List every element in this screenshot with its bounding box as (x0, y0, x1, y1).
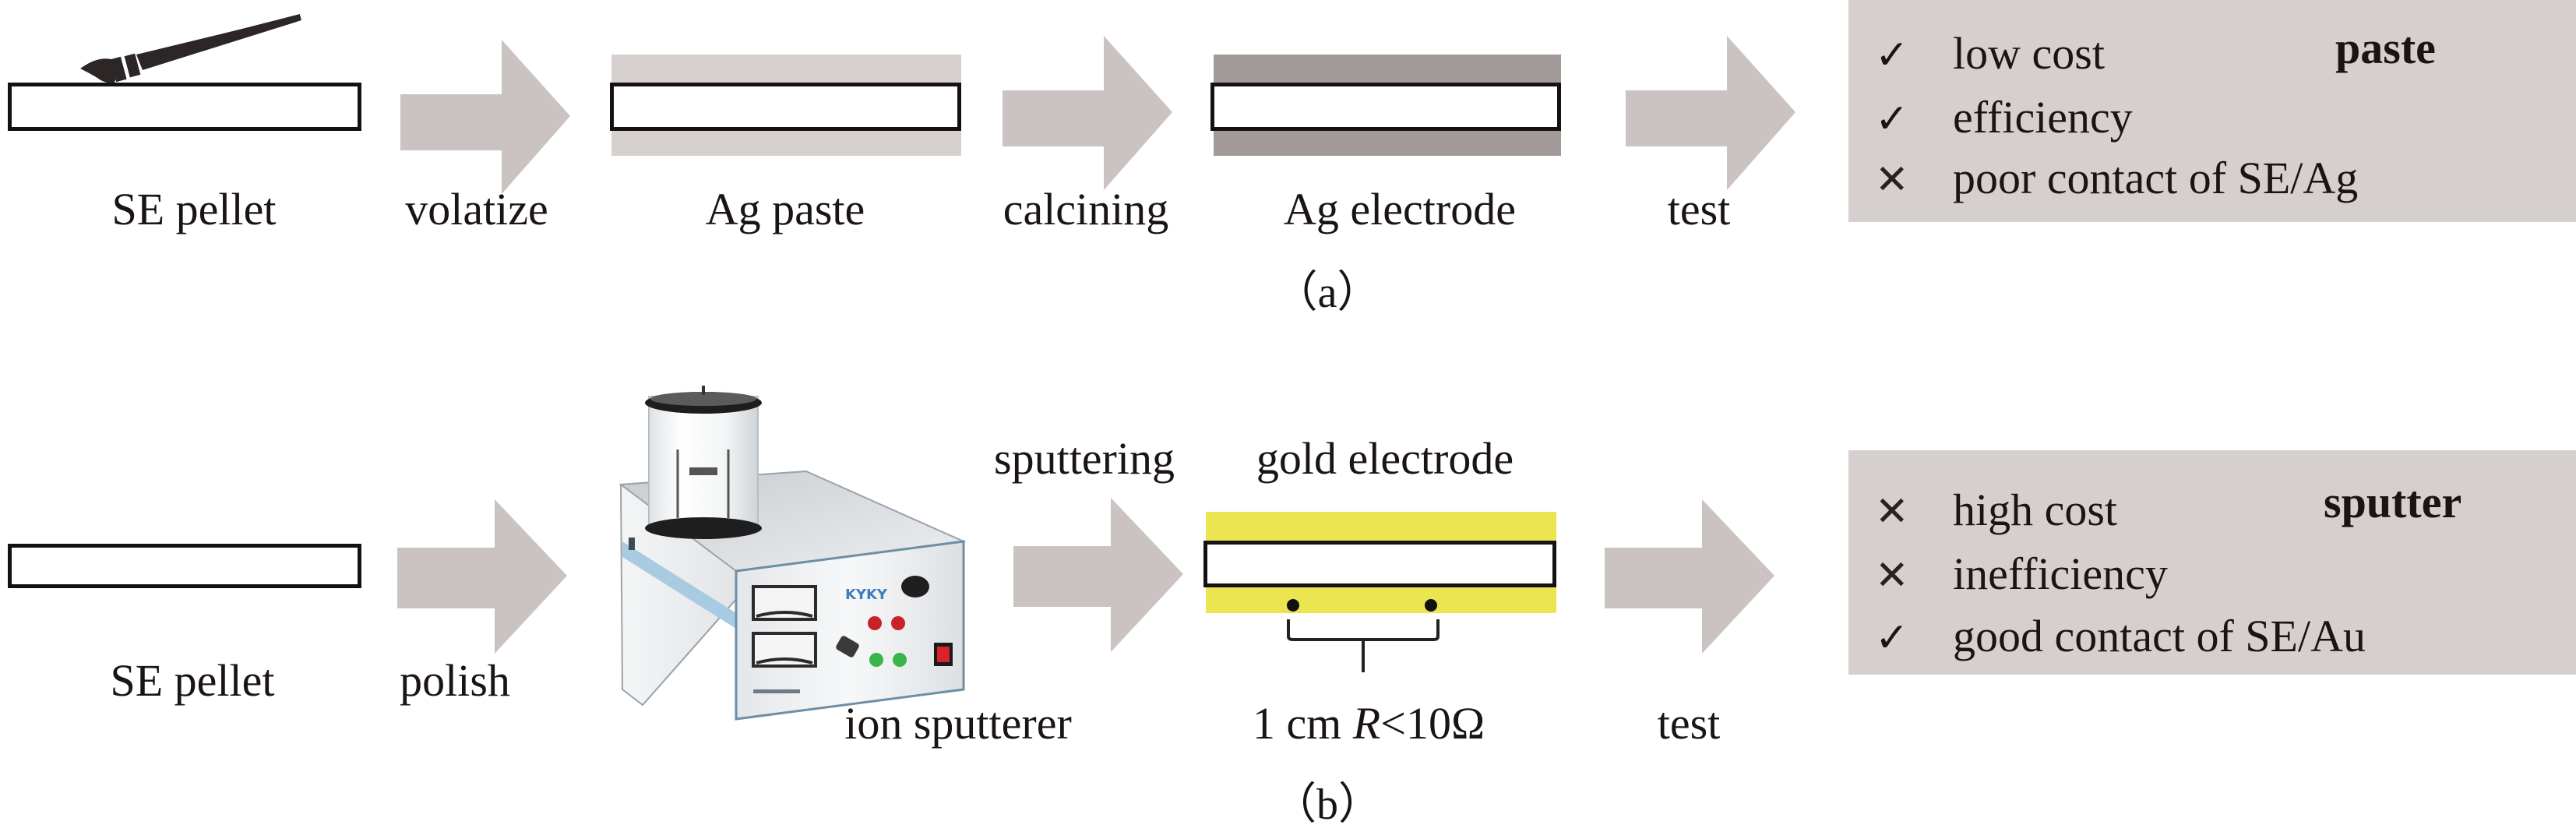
process-arrow-test (1626, 36, 1795, 190)
caption-b: （b） (1273, 781, 1382, 829)
cross-icon: ✕ (1875, 552, 1909, 599)
process-arrow-test (1605, 499, 1774, 654)
se-pellet-with-ag-paste (610, 83, 961, 131)
cross-icon: ✕ (1875, 488, 1909, 535)
panel-item-text: low cost (1953, 28, 2105, 79)
step-label-ion-sputterer: ion sputterer (844, 698, 1072, 749)
panel-item-text: efficiency (1953, 92, 2133, 143)
panel-title-paste: paste (2335, 23, 2436, 73)
resistance-symbol: R (1352, 698, 1381, 749)
step-label-test: test (1657, 698, 1721, 749)
panel-item: ✕inefficiency (1875, 552, 2168, 597)
panel-item: ✓ efficiency (1875, 95, 2133, 140)
measurement-distance: 1 cm (1252, 698, 1342, 749)
probe-point-left (1287, 599, 1299, 612)
process-arrow-volatize (400, 40, 570, 194)
caption-a: （a） (1274, 269, 1381, 317)
panel-item: ✓ good contact of SE/Au (1875, 614, 2366, 659)
step-label-sputtering: sputtering (994, 433, 1175, 484)
process-arrow-sputtering (1013, 498, 1183, 652)
panel-item-text: inefficiency (1953, 548, 2168, 599)
comparison-panel-sputter: sputter ✕high cost ✕inefficiency ✓good c… (1848, 450, 2576, 675)
probe-point-right (1425, 599, 1437, 612)
resistance-condition: <10Ω (1380, 698, 1485, 749)
step-label-polish: polish (400, 655, 510, 706)
step-label-ag-paste: Ag paste (705, 184, 865, 234)
panel-item: ✕ poor contact of SE/Ag (1875, 156, 2358, 201)
panel-item-text: high cost (1953, 485, 2118, 535)
step-label-test: test (1667, 184, 1731, 234)
se-pellet-with-ag-electrode (1210, 83, 1561, 131)
step-label-calcining: calcining (1003, 184, 1169, 234)
process-arrow-calcining (1003, 36, 1172, 190)
paint-brush-icon (80, 14, 301, 83)
comparison-panel-paste: paste ✓ low cost ✓ efficiency ✕ poor contac… (1848, 0, 2576, 222)
step-label-gold-electrode: gold electrode (1256, 433, 1514, 484)
ion-sputterer-device-icon: KYKY (618, 386, 967, 721)
cross-icon: ✕ (1875, 157, 1909, 203)
device-brand: KYKY (845, 587, 888, 603)
process-arrow-polish (397, 499, 567, 654)
step-label-volatize: volatize (405, 184, 548, 234)
panel-item: ✓ low cost (1875, 31, 2105, 76)
check-icon: ✓ (1875, 615, 1909, 661)
check-icon: ✓ (1875, 32, 1909, 79)
panel-title-sputter: sputter (2324, 477, 2462, 527)
step-label-ag-electrode: Ag electrode (1284, 184, 1516, 234)
measurement-label: 1 cm R<10Ω (1253, 701, 1485, 746)
step-label-se-pellet: SE pellet (110, 655, 275, 706)
se-pellet-with-gold-electrode (1203, 541, 1556, 587)
panel-item: ✕ high cost (1875, 488, 2117, 533)
panel-item-text: good contact of SE/Au (1953, 611, 2366, 661)
se-pellet (8, 83, 361, 131)
panel-item-text: poor contact of SE/Ag (1953, 153, 2359, 203)
check-icon: ✓ (1875, 96, 1909, 143)
se-pellet (8, 544, 361, 588)
distance-brace (1287, 619, 1440, 672)
step-label-se-pellet: SE pellet (111, 184, 277, 234)
